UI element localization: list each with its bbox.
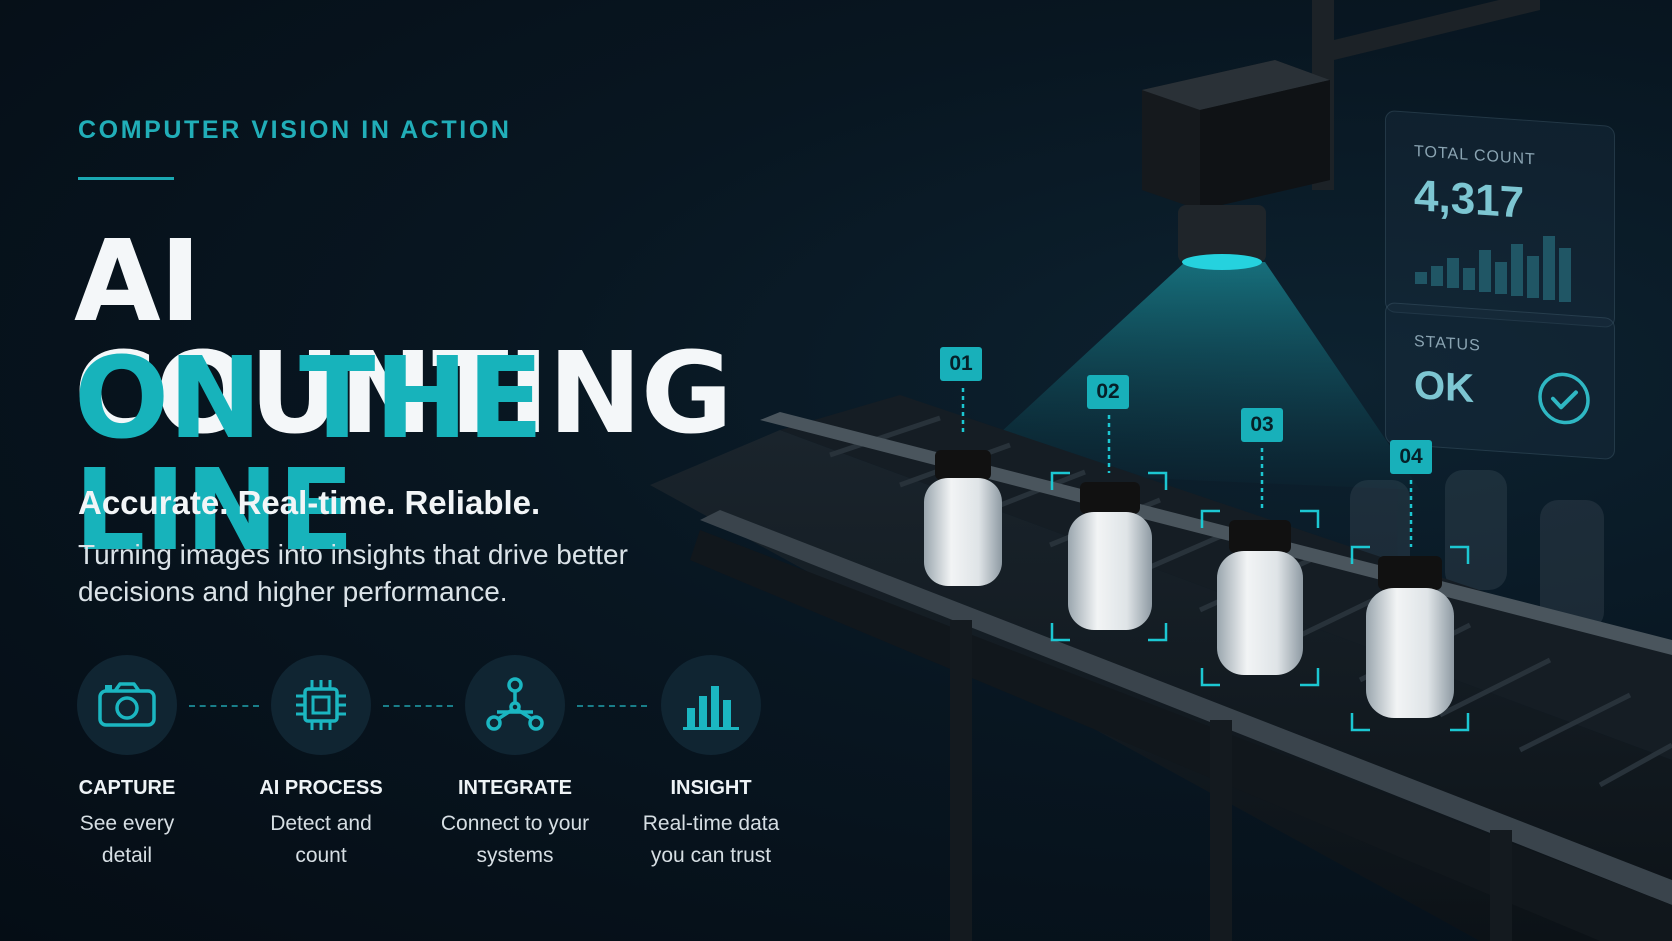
network-icon (486, 677, 544, 731)
step-label: CAPTURE (78, 777, 176, 799)
step-subtext: Real-time data you can trust (642, 812, 780, 867)
process-steps: CAPTURE See every detail AI PROCESS De (77, 655, 798, 867)
step-ai-process: AI PROCESS Detect and count (236, 655, 406, 872)
detection-tag-03: 03 (1241, 408, 1283, 442)
tagline: Accurate. Real-time. Reliable. (78, 484, 541, 521)
step-integrate: INTEGRATE Connect to your systems (430, 655, 600, 872)
step-subtext: See every detail (79, 812, 175, 867)
detection-tag-02: 02 (1087, 375, 1129, 409)
eyebrow-text: COMPUTER VISION IN ACTION (78, 116, 512, 144)
bottle-2 (1068, 482, 1152, 630)
title-line-1: AI COUNTING (74, 217, 733, 459)
status-label: STATUS (1414, 332, 1481, 355)
step-label: INTEGRATE (457, 777, 573, 799)
check-circle-icon (1538, 372, 1590, 425)
step-label: INSIGHT (670, 777, 752, 799)
hero-section: COMPUTER VISION IN ACTION AI COUNTING ON… (74, 0, 838, 941)
status-value: OK (1414, 362, 1474, 412)
step-connector (189, 705, 259, 707)
camera-light-beam (960, 262, 1420, 490)
bottle-3 (1217, 520, 1303, 675)
step-subtext: Detect and count (270, 812, 372, 867)
bottle-4 (1366, 556, 1454, 718)
step-connector (383, 705, 453, 707)
step-insight: INSIGHT Real-time data you can trust (626, 655, 796, 872)
detection-box-4 (1350, 480, 1470, 732)
description: Turning images into insights that drive … (78, 539, 628, 607)
total-count-panel: TOTAL COUNT 4,317 (1385, 109, 1615, 329)
total-count-value: 4,317 (1414, 170, 1525, 228)
camera-body (1142, 60, 1330, 270)
step-subtext: Connect to your systems (440, 812, 590, 867)
bottle-1 (924, 450, 1002, 586)
detection-box-2 (1050, 415, 1168, 642)
step-icon-wrap (77, 655, 177, 755)
detection-box-3 (1200, 448, 1320, 687)
bar-chart-icon (683, 686, 739, 730)
count-bar-chart (1415, 236, 1571, 302)
title-line-2: ON THE LINE (74, 334, 544, 576)
step-icon-wrap (465, 655, 565, 755)
chip-icon (296, 680, 346, 730)
step-icon-wrap (661, 655, 761, 755)
total-count-label: TOTAL COUNT (1414, 142, 1536, 169)
status-panel: STATUS OK (1385, 301, 1615, 461)
detection-tag-04: 04 (1390, 440, 1432, 474)
step-connector (577, 705, 647, 707)
detection-tag-01: 01 (940, 347, 982, 381)
eyebrow-divider (78, 177, 174, 180)
step-label: AI PROCESS (259, 777, 383, 799)
step-icon-wrap (271, 655, 371, 755)
step-capture: CAPTURE See every detail (42, 655, 212, 872)
camera-icon (98, 682, 156, 727)
